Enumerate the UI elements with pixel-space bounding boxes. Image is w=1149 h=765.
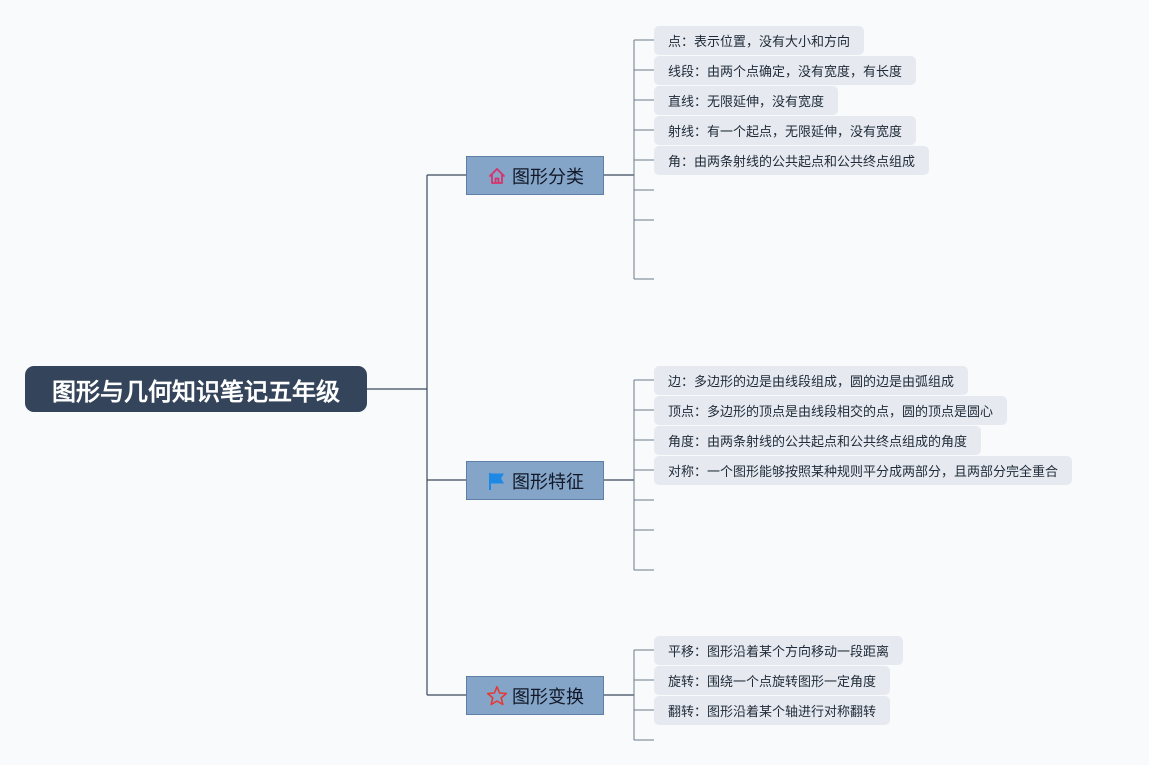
branch-topic-classification[interactable]: 图形分类 (466, 156, 604, 195)
leaf-topic-label: 线段：由两个点确定，没有宽度，有长度 (668, 65, 903, 80)
leaf-topic[interactable]: 线段：由两个点确定，没有宽度，有长度 (654, 56, 917, 85)
leaf-topic[interactable]: 顶点：多边形的顶点是由线段相交的点，圆的顶点是圆心 (654, 396, 1008, 425)
home-icon (486, 165, 508, 187)
leaf-topic[interactable]: 直线：无限延伸，没有宽度 (654, 86, 839, 115)
leaf-topic-label: 对称：一个图形能够按照某种规则平分成两部分，且两部分完全重合 (668, 465, 1059, 480)
flag-icon (486, 470, 508, 492)
leaf-topic[interactable]: 射线：有一个起点，无限延伸，没有宽度 (654, 116, 917, 145)
leaf-topic[interactable]: 角度：由两条射线的公共起点和公共终点组成的角度 (654, 426, 982, 455)
branch-topic-label: 图形特征 (512, 471, 584, 493)
leaf-topic[interactable]: 平移：图形沿着某个方向移动一段距离 (654, 636, 904, 665)
leaf-topic-label: 角度：由两条射线的公共起点和公共终点组成的角度 (668, 435, 968, 450)
leaf-topic-label: 旋转：围绕一个点旋转图形一定角度 (668, 675, 877, 690)
leaf-topic[interactable]: 旋转：围绕一个点旋转图形一定角度 (654, 666, 891, 695)
leaf-topic[interactable]: 角：由两条射线的公共起点和公共终点组成 (654, 146, 930, 175)
branch-topic-transformation[interactable]: 图形变换 (466, 676, 604, 715)
leaf-topic-label: 射线：有一个起点，无限延伸，没有宽度 (668, 125, 903, 140)
star-icon (486, 685, 508, 707)
leaf-topic-label: 角：由两条射线的公共起点和公共终点组成 (668, 155, 916, 170)
leaf-topic-label: 边：多边形的边是由线段组成，圆的边是由弧组成 (668, 375, 955, 390)
leaf-topic-label: 平移：图形沿着某个方向移动一段距离 (668, 645, 890, 660)
branch-topic-label: 图形变换 (512, 686, 584, 708)
root-topic-label: 图形与几何知识笔记五年级 (52, 377, 340, 406)
leaf-topic-label: 顶点：多边形的顶点是由线段相交的点，圆的顶点是圆心 (668, 405, 994, 420)
root-topic[interactable]: 图形与几何知识笔记五年级 (25, 366, 367, 412)
leaf-topic[interactable]: 边：多边形的边是由线段组成，圆的边是由弧组成 (654, 366, 969, 395)
leaf-topic[interactable]: 对称：一个图形能够按照某种规则平分成两部分，且两部分完全重合 (654, 456, 1073, 485)
leaf-topic[interactable]: 点：表示位置，没有大小和方向 (654, 26, 865, 55)
branch-topic-label: 图形分类 (512, 166, 584, 188)
leaf-topic-label: 直线：无限延伸，没有宽度 (668, 95, 825, 110)
branch-topic-features[interactable]: 图形特征 (466, 461, 604, 500)
leaf-topic-label: 翻转：图形沿着某个轴进行对称翻转 (668, 705, 877, 720)
leaf-topic-label: 点：表示位置，没有大小和方向 (668, 35, 851, 50)
leaf-topic[interactable]: 翻转：图形沿着某个轴进行对称翻转 (654, 696, 891, 725)
